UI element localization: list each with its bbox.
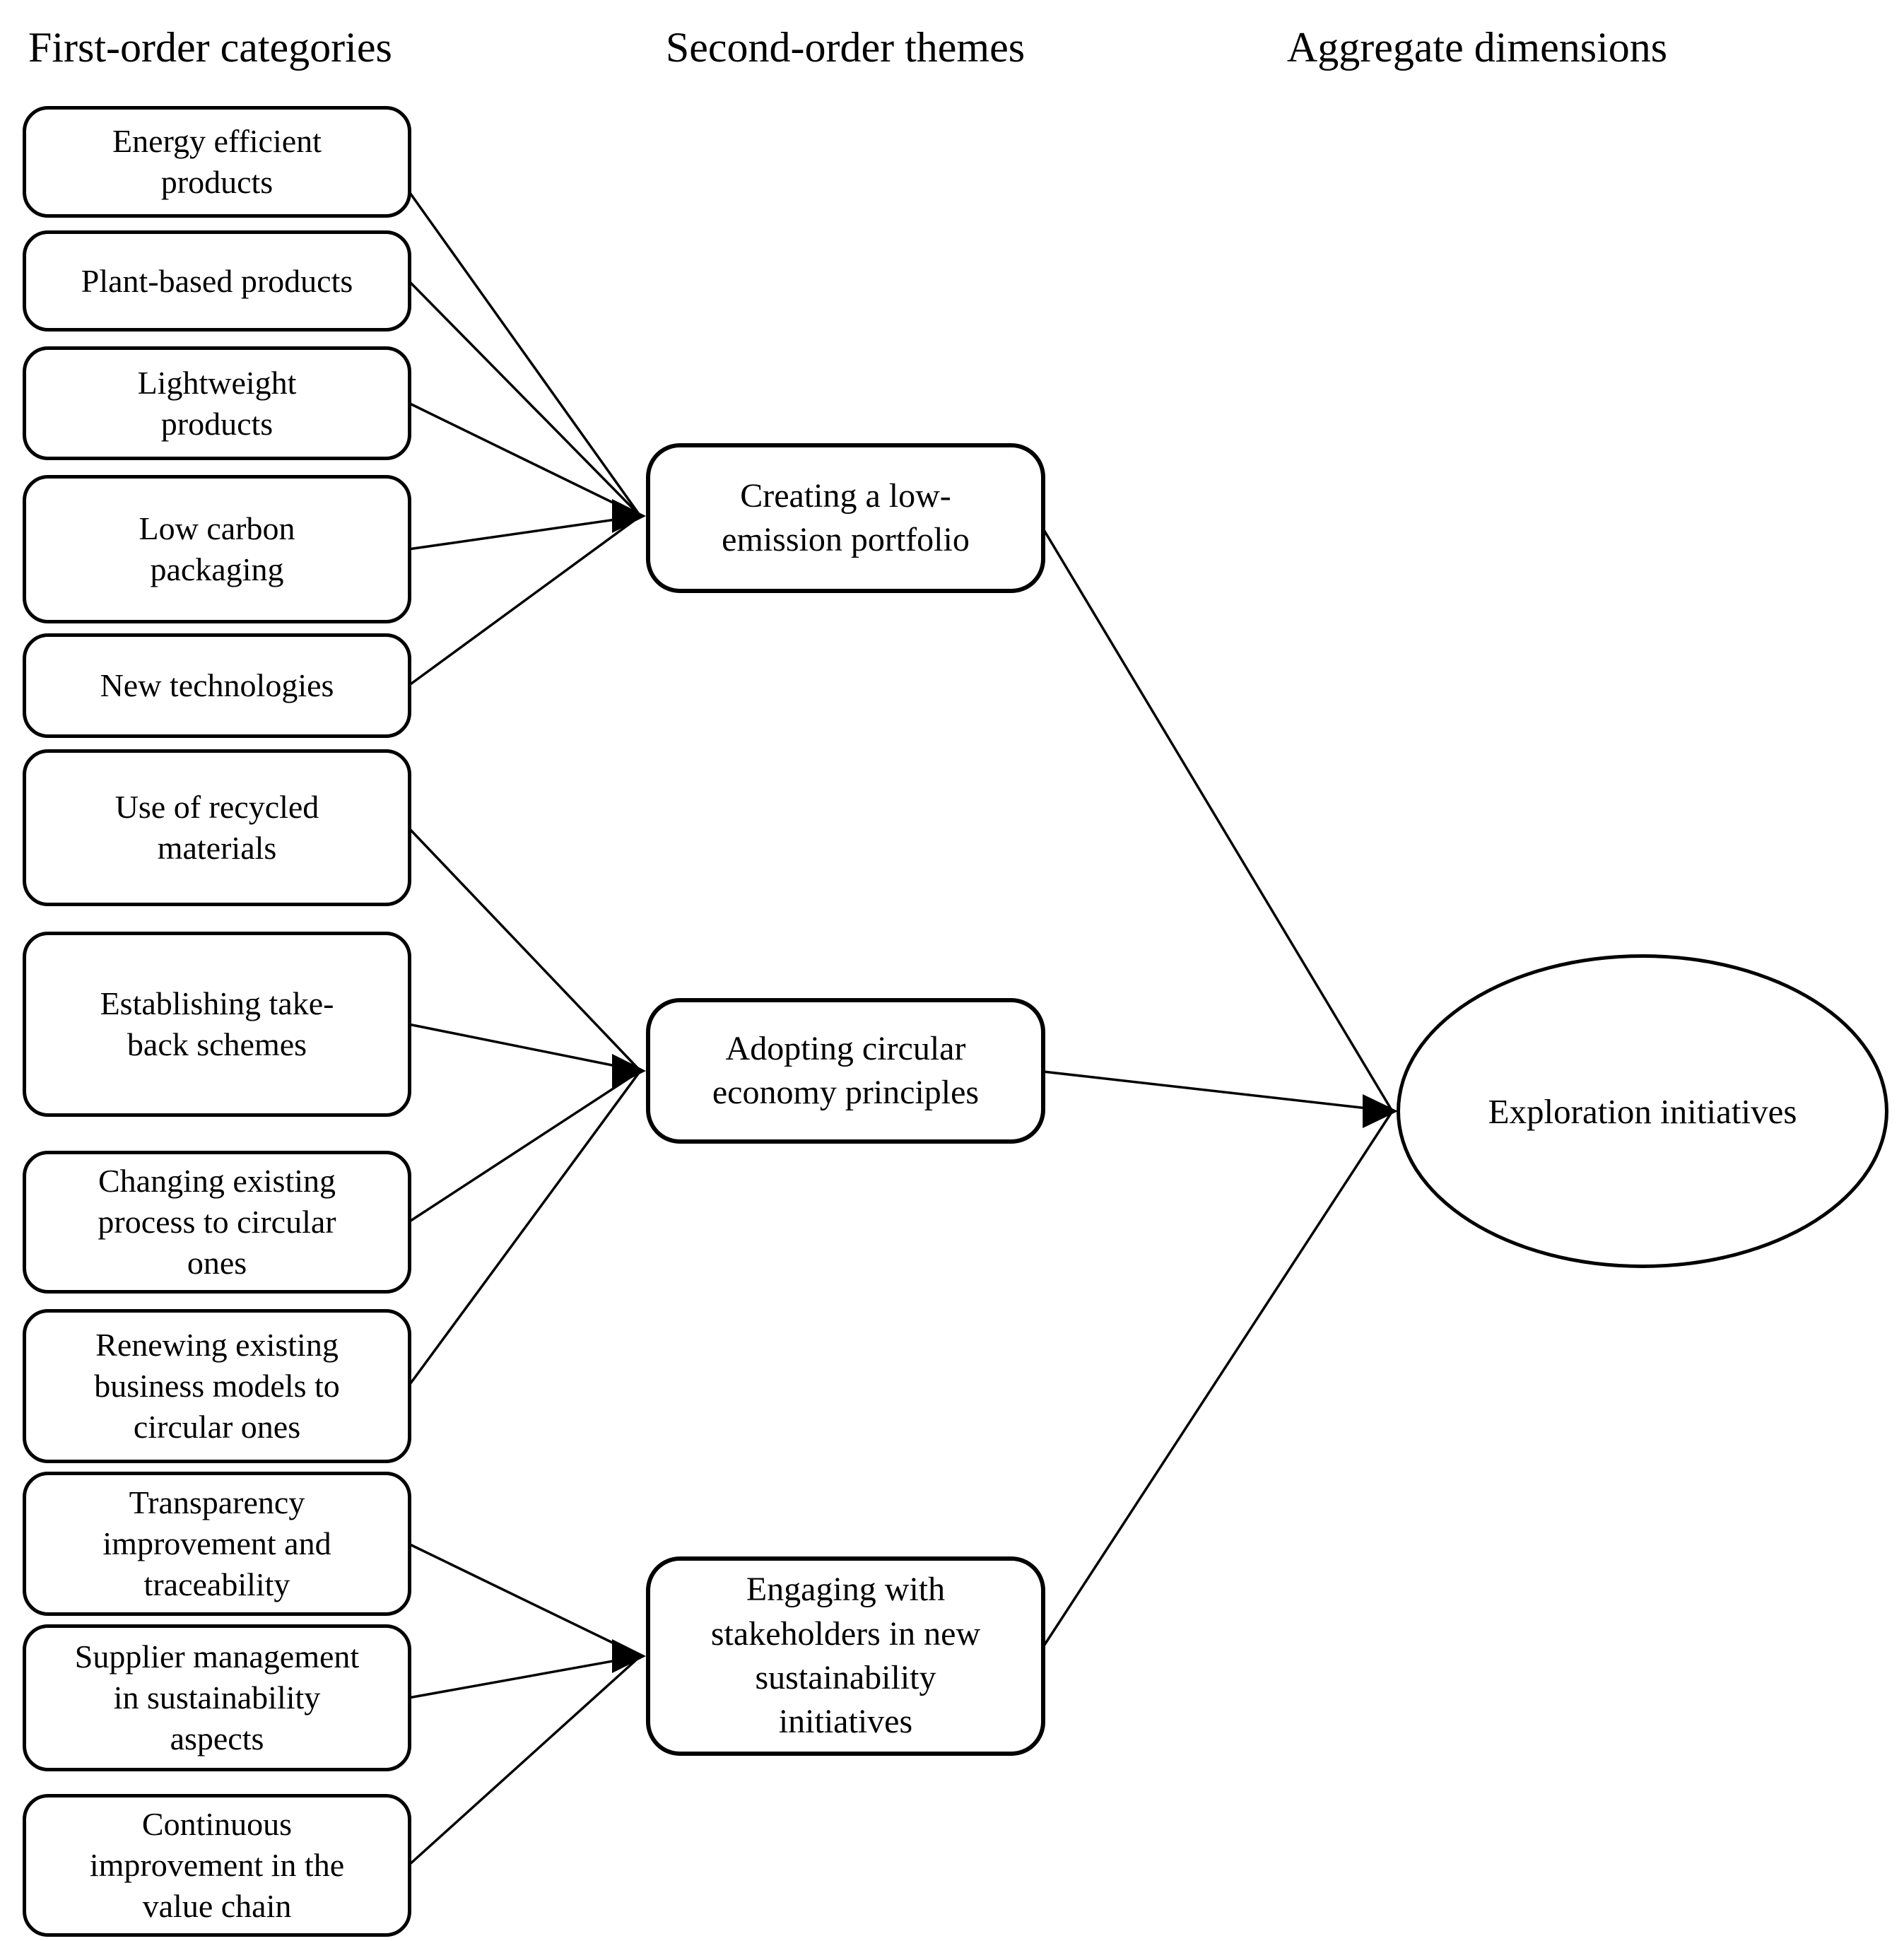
connector-cat8-theme2 (408, 1069, 641, 1224)
connector-cat3-theme1 (408, 401, 641, 517)
arrowhead-theme1 (612, 499, 646, 533)
category-box-low-carbon-packaging: Low carbon packaging (23, 475, 411, 623)
theme-box-stakeholder-engagement: Engaging with stakeholders in new sustai… (646, 1556, 1045, 1756)
aggregate-ellipse-exploration-initiatives: Exploration initiatives (1397, 954, 1888, 1268)
arrowhead-theme3 (612, 1639, 646, 1673)
connector-cat7-theme2 (408, 1023, 641, 1072)
category-box-supplier-management: Supplier management in sustainability as… (23, 1624, 411, 1771)
connector-theme2-aggregate (1042, 1070, 1393, 1113)
connector-cat2-theme1 (407, 279, 642, 517)
arrowhead-theme2 (612, 1054, 646, 1088)
category-box-take-back-schemes: Establishing take- back schemes (23, 932, 411, 1117)
category-box-lightweight-products: Lightweight products (23, 346, 411, 460)
category-box-energy-efficient-products: Energy efficient products (23, 106, 411, 218)
connector-cat5-theme1 (407, 515, 642, 687)
theme-box-circular-economy-principles: Adopting circular economy principles (646, 998, 1045, 1144)
theme-box-low-emission-portfolio: Creating a low- emission portfolio (646, 443, 1045, 593)
category-box-new-technologies: New technologies (23, 633, 411, 738)
connector-theme1-aggregate (1042, 528, 1394, 1112)
connector-cat1-theme1 (407, 189, 642, 517)
arrowhead-aggregate (1363, 1094, 1398, 1128)
column-header-first-order: First-order categories (28, 24, 392, 71)
category-box-use-of-recycled-materials: Use of recycled materials (23, 749, 411, 906)
connector-cat12-theme3 (407, 1655, 642, 1867)
connector-cat9-theme2 (407, 1069, 642, 1388)
category-box-continuous-improvement: Continuous improvement in the value chai… (23, 1794, 411, 1937)
category-box-changing-process-circular: Changing existing process to circular on… (23, 1151, 411, 1294)
connector-cat11-theme3 (408, 1655, 641, 1699)
category-box-renewing-business-models: Renewing existing business models to cir… (23, 1309, 411, 1463)
connector-theme3-aggregate (1042, 1110, 1394, 1648)
category-box-plant-based-products: Plant-based products (23, 230, 411, 332)
connector-cat4-theme1 (408, 515, 641, 551)
connector-cat6-theme2 (407, 826, 642, 1072)
column-header-second-order: Second-order themes (665, 24, 1026, 71)
category-box-transparency-traceability: Transparency improvement and traceabilit… (23, 1472, 411, 1616)
column-header-aggregate: Aggregate dimensions (1286, 24, 1668, 71)
connector-cat10-theme3 (408, 1542, 641, 1658)
